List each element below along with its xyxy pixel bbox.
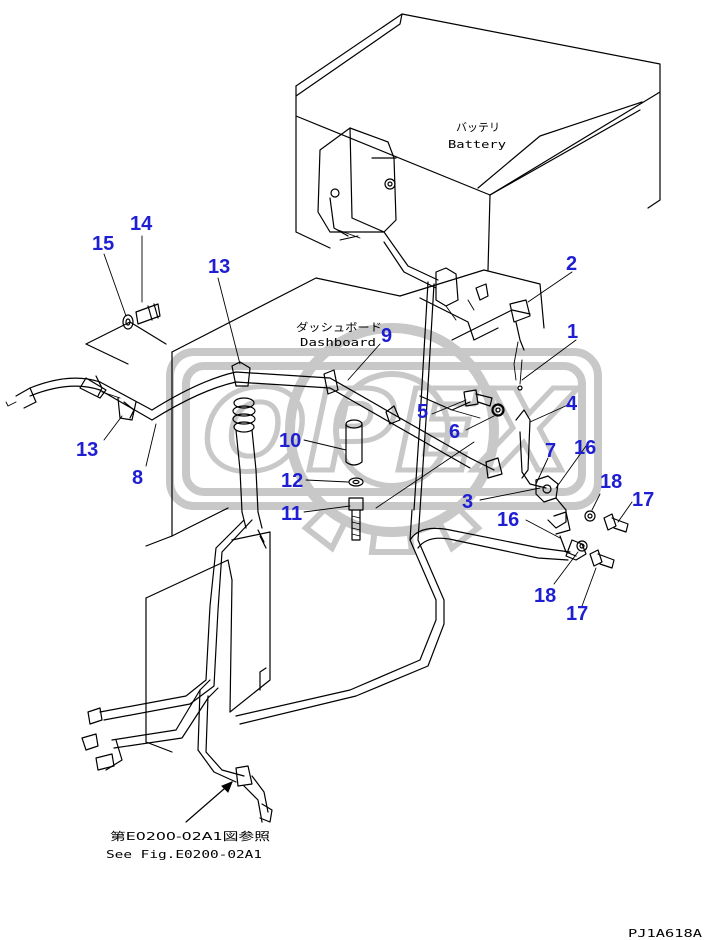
battery-box (295, 13, 661, 307)
callout-8: 8 (132, 467, 143, 489)
callout-16-lower: 16 (497, 509, 519, 531)
callout-16-top: 16 (574, 437, 596, 459)
battery-label-jp: バッテリ (456, 121, 500, 134)
battery-label-en: Battery (448, 138, 506, 151)
callout-3: 3 (462, 491, 473, 513)
watermark-text: OPEX (203, 367, 578, 497)
dashboard-label-en: Dashboard (300, 336, 376, 349)
callout-6: 6 (449, 421, 460, 443)
callout-18-top: 18 (600, 471, 622, 493)
callout-10: 10 (279, 430, 301, 452)
callouts: 1 2 3 4 5 6 7 8 9 10 11 12 13 13 14 15 1… (76, 213, 654, 625)
callout-17-lower: 17 (566, 603, 588, 625)
dashboard-panel (145, 269, 545, 753)
callout-17-top: 17 (632, 489, 654, 511)
wire-harness (5, 281, 571, 823)
callout-12: 12 (281, 470, 303, 492)
callout-2: 2 (566, 253, 577, 275)
callout-7: 7 (545, 440, 556, 462)
see-fig-label-en: See Fig.E0200-02A1 (106, 848, 262, 861)
callout-13-left: 13 (76, 439, 98, 461)
callout-4: 4 (566, 393, 578, 415)
watermark: OPEX (166, 323, 602, 555)
hardware-parts (85, 303, 629, 569)
callout-1: 1 (567, 321, 578, 343)
callout-11: 11 (281, 503, 302, 525)
callout-18-lower: 18 (534, 585, 556, 607)
drawing-id: PJ1A618A (628, 927, 703, 940)
leader-lines (103, 235, 633, 823)
see-fig-label-jp: 第E0200-02A1図参照 (110, 829, 270, 843)
callout-9: 9 (381, 325, 392, 347)
callout-13-top: 13 (208, 256, 230, 278)
battery-relay-assembly (419, 299, 587, 561)
callout-15: 15 (92, 233, 114, 255)
callout-14: 14 (130, 213, 153, 235)
dashboard-label-jp: ダッシュボード (296, 320, 382, 334)
callout-5: 5 (417, 401, 428, 423)
